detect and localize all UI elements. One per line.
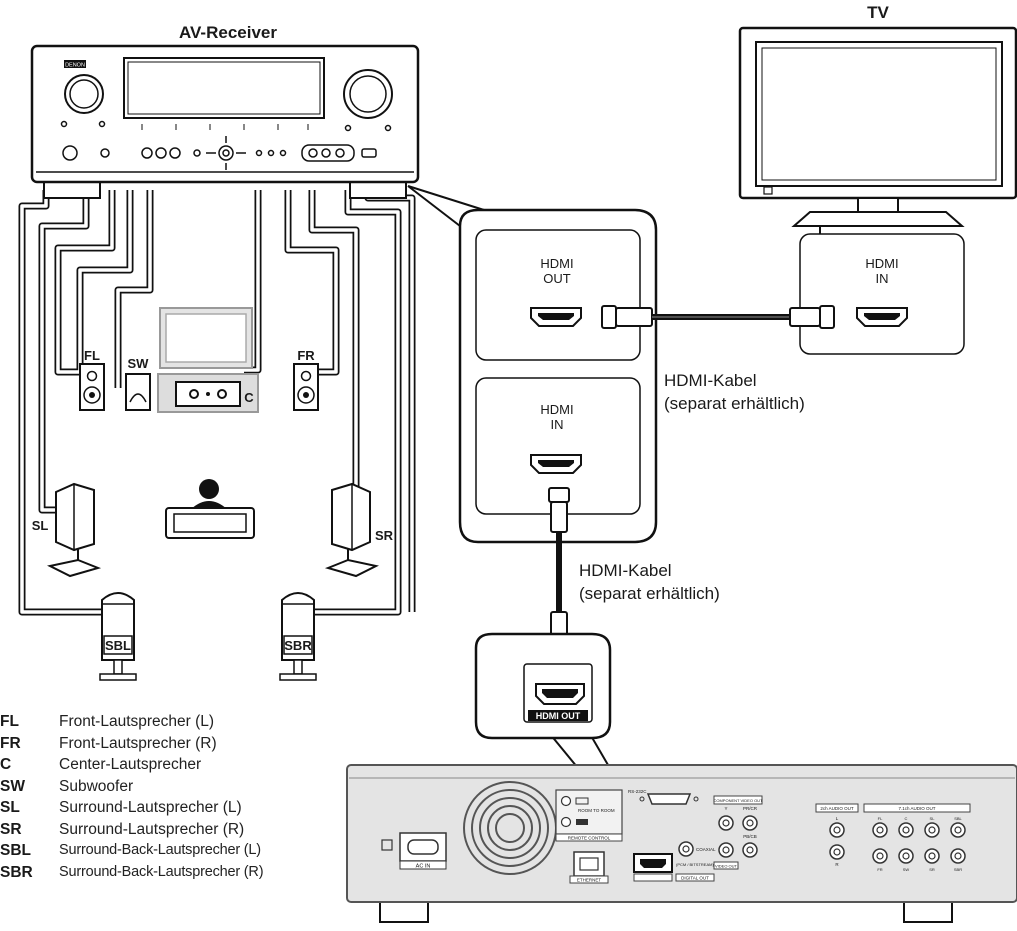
- svg-text:HDMI: HDMI: [865, 256, 898, 271]
- svg-text:C: C: [905, 816, 908, 821]
- svg-text:SBL: SBL: [105, 638, 131, 653]
- svg-text:DIGITAL OUT: DIGITAL OUT: [681, 876, 709, 881]
- svg-text:(PCM / BITSTREAM): (PCM / BITSTREAM): [676, 862, 714, 867]
- receiver-hdmi-out-panel: HDMI OUT: [475, 229, 641, 361]
- cable-top-label: HDMI-Kabel: [664, 371, 757, 390]
- speaker-sl: SL: [32, 482, 102, 578]
- tv-title: TV: [867, 3, 889, 22]
- cable-top-note: (separat erhältlich): [664, 394, 805, 413]
- speaker-sbr: SBR: [279, 592, 317, 681]
- svg-text:FL: FL: [878, 816, 883, 821]
- svg-text:SL: SL: [930, 816, 936, 821]
- svg-text:PB/CB: PB/CB: [743, 834, 757, 839]
- svg-text:SR: SR: [929, 867, 935, 872]
- hdmi-port-icon: [530, 454, 582, 474]
- listener: [165, 479, 255, 539]
- av-receiver: DENON: [30, 44, 420, 199]
- speaker-c: C: [244, 390, 254, 405]
- player-hdmi-out-label: HDMI OUT: [536, 711, 581, 721]
- speaker-sw: SW: [125, 356, 151, 411]
- receiver-display: [123, 57, 325, 119]
- hdmi-port-icon: [530, 307, 582, 327]
- svg-text:IN: IN: [876, 271, 889, 286]
- svg-text:7.1ch AUDIO OUT: 7.1ch AUDIO OUT: [898, 806, 935, 811]
- svg-text:PR/CR: PR/CR: [743, 806, 758, 811]
- cable-bottom-note: (separat erhältlich): [579, 584, 720, 603]
- svg-text:COAXIAL: COAXIAL: [696, 847, 716, 852]
- svg-text:RS-232C: RS-232C: [628, 789, 647, 794]
- svg-text:SL: SL: [32, 518, 49, 533]
- svg-text:ETHERNET: ETHERNET: [577, 878, 602, 883]
- speaker-fl: FL: [79, 348, 105, 411]
- svg-text:R: R: [835, 862, 839, 867]
- tv-center-stand: C: [157, 307, 259, 413]
- receiver-logo: [64, 60, 86, 68]
- volume-knob: [343, 69, 393, 119]
- svg-text:FR: FR: [877, 867, 882, 872]
- svg-text:OUT: OUT: [543, 271, 571, 286]
- receiver-hdmi-in-panel: HDMI IN: [475, 377, 641, 515]
- speaker-sbl: SBL: [99, 592, 137, 681]
- svg-text:FL: FL: [84, 348, 100, 363]
- receiver-title: AV-Receiver: [179, 23, 277, 42]
- tv: [738, 26, 1017, 227]
- svg-text:SW: SW: [903, 867, 910, 872]
- cable-bottom-label: HDMI-Kabel: [579, 561, 672, 580]
- svg-text:IN: IN: [551, 417, 564, 432]
- svg-text:HDMI: HDMI: [540, 402, 573, 417]
- svg-text:Y: Y: [724, 806, 727, 811]
- tv-hdmi-in-panel: HDMI IN: [799, 233, 965, 355]
- svg-text:HDMI: HDMI: [540, 256, 573, 271]
- svg-text:AC IN: AC IN: [416, 864, 431, 870]
- svg-text:COMPONENT VIDEO OUT: COMPONENT VIDEO OUT: [713, 798, 763, 803]
- svg-text:ROOM TO ROOM: ROOM TO ROOM: [578, 808, 615, 813]
- svg-text:SBL: SBL: [954, 816, 962, 821]
- svg-text:SBR: SBR: [284, 638, 312, 653]
- svg-text:FR: FR: [297, 348, 315, 363]
- svg-text:SBR: SBR: [954, 867, 962, 872]
- svg-text:L: L: [836, 816, 839, 821]
- svg-text:REMOTE CONTROL: REMOTE CONTROL: [568, 836, 611, 841]
- speaker-sr: SR: [324, 482, 394, 578]
- hdmi-cable-to-tv: [601, 305, 835, 329]
- svg-text:DENON: DENON: [65, 63, 85, 69]
- speaker-fr: FR: [293, 348, 319, 411]
- hdmi-cable-to-player: [548, 487, 570, 657]
- svg-text:VIDEO OUT: VIDEO OUT: [715, 864, 738, 869]
- svg-text:SR: SR: [375, 528, 394, 543]
- svg-text:2ch AUDIO OUT: 2ch AUDIO OUT: [820, 806, 854, 811]
- player-rear-panel: AC IN ROOM TO ROOM REMOTE CONTROL RS-232…: [346, 764, 1017, 923]
- hdmi-port-icon: [856, 307, 908, 327]
- svg-text:SW: SW: [128, 356, 150, 371]
